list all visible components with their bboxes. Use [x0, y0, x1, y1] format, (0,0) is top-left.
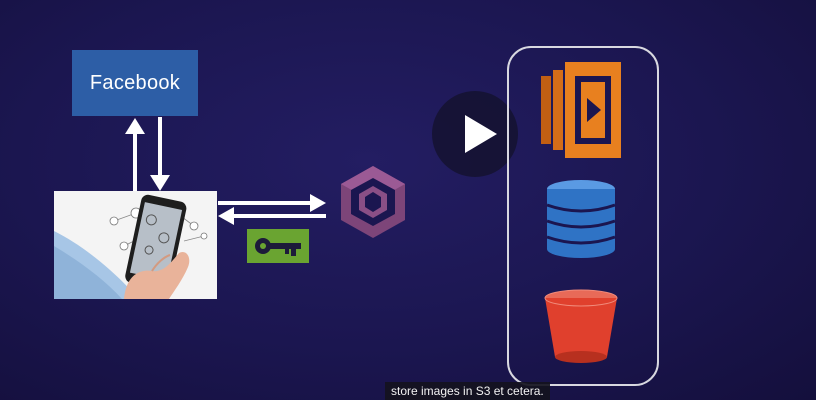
play-icon — [465, 115, 497, 153]
s3-bucket-icon — [544, 289, 618, 363]
play-button[interactable] — [432, 91, 518, 177]
key-icon — [247, 229, 309, 263]
facebook-box: Facebook — [72, 50, 198, 116]
lambda-icon — [541, 62, 621, 158]
subtitle-caption: store images in S3 et cetera. — [385, 382, 550, 400]
dynamodb-icon — [546, 180, 616, 258]
smartphone-photo — [54, 191, 217, 299]
services-group — [507, 46, 659, 386]
facebook-label: Facebook — [89, 71, 181, 94]
cognito-icon — [341, 166, 405, 238]
